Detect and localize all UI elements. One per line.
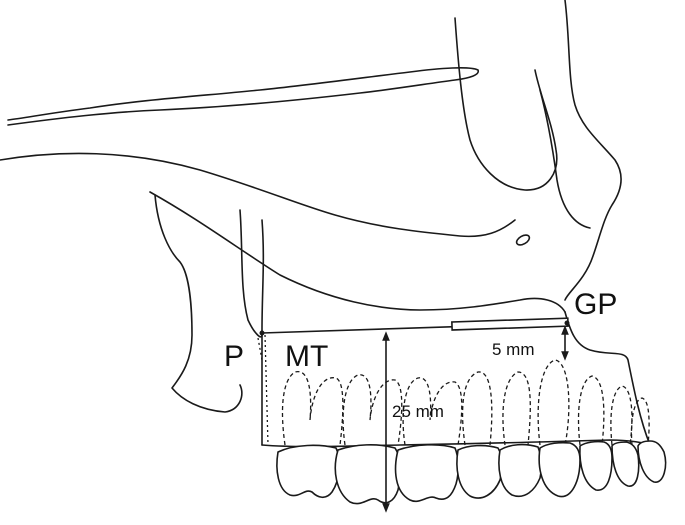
tooth-molar-2 — [334, 444, 401, 505]
anterior-maxilla — [564, 311, 651, 446]
zygomatic-arch — [7, 67, 479, 126]
point-gp — [564, 320, 570, 326]
posterior-maxilla — [261, 219, 265, 446]
root-molar-3 — [402, 377, 463, 446]
tooth-central-incisor-1 — [611, 441, 640, 487]
root-incisor-1 — [577, 375, 605, 446]
label-mt: MT — [285, 340, 328, 373]
root-premolar-1 — [461, 371, 493, 446]
label-p: P — [224, 340, 244, 373]
tooth-molar-3 — [394, 444, 460, 503]
label-5mm: 5 mm — [492, 340, 535, 359]
nasal-profile — [564, 0, 622, 301]
tooth-premolar-1 — [456, 444, 503, 499]
tooth-premolar-2 — [498, 443, 543, 497]
lateral-wall-dots-2 — [257, 337, 263, 361]
gp-bar — [451, 317, 569, 331]
root-premolar-2 — [502, 371, 531, 446]
pterygoid-inner — [239, 209, 263, 338]
root-molar-2 — [342, 374, 403, 446]
tooth-molar-1 — [276, 444, 341, 499]
tooth-lateral-incisor — [579, 440, 613, 491]
zygoma-lower — [149, 191, 566, 313]
label-25mm: 25 mm — [392, 402, 444, 421]
infraorbital-foramen — [515, 234, 531, 246]
infraorbital-edge — [539, 89, 591, 229]
root-incisor-2 — [610, 385, 633, 446]
tooth-central-incisor-2 — [637, 440, 667, 483]
point-p — [259, 330, 265, 336]
lateral-wall-dots — [264, 334, 269, 446]
orbit-outline — [454, 17, 558, 191]
pterygoid-plate — [154, 194, 243, 413]
label-gp: GP — [574, 288, 617, 321]
root-canine — [537, 359, 570, 446]
root-incisor-3 — [630, 397, 650, 446]
root-molar-1 — [281, 371, 344, 446]
zygoma-body — [0, 152, 516, 238]
tooth-canine — [538, 441, 581, 498]
